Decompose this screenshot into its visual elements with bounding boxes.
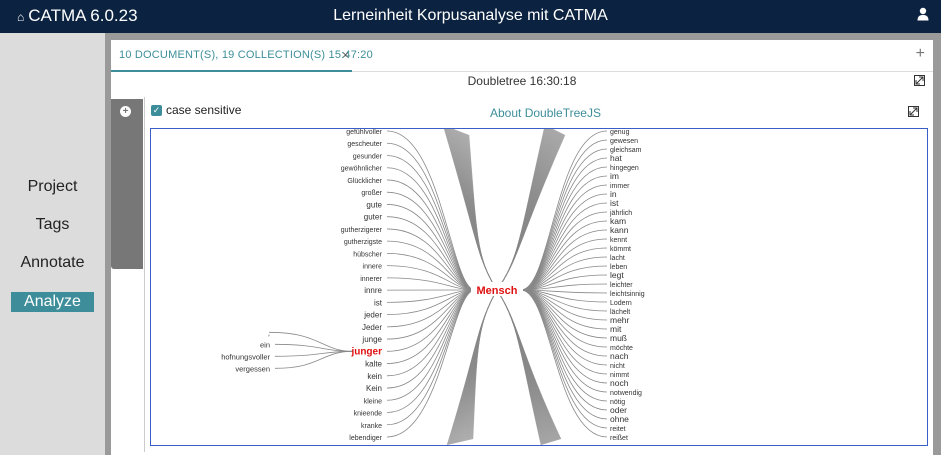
top-bar: ⌂ CATMA 6.0.23 Lerneinheit Korpusanalyse… bbox=[0, 0, 941, 33]
sidebar: Project Tags Annotate Analyze bbox=[0, 33, 105, 455]
tree-word-left[interactable]: junge bbox=[361, 335, 382, 344]
tree-word-right[interactable]: gleichsam bbox=[610, 147, 642, 154]
tree-word-left[interactable]: kalte bbox=[365, 360, 382, 369]
tree-word-left[interactable]: guter bbox=[364, 213, 383, 222]
tab-query-results[interactable]: 10 DOCUMENT(S), 19 COLLECTION(S) 15:47:2… bbox=[119, 49, 373, 61]
tree-word-left[interactable]: innere bbox=[363, 264, 383, 271]
visualization-title: Doubletree 16:30:18 bbox=[467, 74, 577, 88]
tree-word-right[interactable]: noch bbox=[610, 378, 629, 388]
tree-word-right[interactable]: kann bbox=[610, 225, 629, 235]
tree-word-right[interactable]: kam bbox=[610, 216, 626, 226]
tree-word-right[interactable]: nach bbox=[610, 351, 629, 361]
tree-word-left[interactable]: innerer bbox=[360, 276, 382, 283]
case-sensitive-option[interactable]: ✓ case sensitive bbox=[151, 103, 241, 117]
tree-word-left[interactable]: gewöhnlicher bbox=[341, 166, 383, 173]
app-name: CATMA 6.0.23 bbox=[28, 6, 138, 25]
home-icon: ⌂ bbox=[17, 9, 25, 24]
tree-word-right[interactable]: in bbox=[610, 189, 617, 199]
tree-word-right[interactable]: leichter bbox=[610, 282, 633, 289]
tree-word-left[interactable]: hübscher bbox=[353, 251, 382, 258]
tree-word-left[interactable]: großer bbox=[361, 190, 382, 197]
tree-word-right[interactable]: mit bbox=[610, 324, 622, 334]
tree-center-word[interactable]: Mensch bbox=[477, 285, 518, 297]
doubletree-svg[interactable]: gefühlvoller gescheuter gesunder gewöhnlich… bbox=[151, 129, 927, 445]
maximize-icon[interactable] bbox=[914, 75, 925, 86]
tree-word-right[interactable]: mehr bbox=[610, 315, 630, 325]
tree-word-left[interactable]: ist bbox=[374, 298, 383, 307]
tree-word-right[interactable]: Lodern bbox=[610, 300, 632, 307]
tree-word-second-level[interactable]: vergessen bbox=[235, 364, 270, 373]
tree-word-right[interactable]: leichtsinnig bbox=[610, 291, 645, 298]
about-doubletree-link[interactable]: About DoubleTreeJS bbox=[490, 106, 601, 120]
nav-item-analyze[interactable]: Analyze bbox=[11, 292, 94, 312]
case-sensitive-label: case sensitive bbox=[166, 103, 242, 117]
tree-word-right[interactable]: ist bbox=[610, 198, 619, 208]
tree-word-right[interactable]: lächelt bbox=[610, 309, 630, 316]
nav-item-project[interactable]: Project bbox=[27, 178, 78, 195]
tree-word-left[interactable]: gute bbox=[366, 200, 382, 209]
tree-word-left[interactable]: Glücklicher bbox=[347, 178, 382, 185]
tree-word-right[interactable]: ohne bbox=[610, 414, 629, 424]
tree-word-left[interactable]: jeder bbox=[363, 311, 382, 320]
tree-word-right[interactable]: lacht bbox=[610, 255, 625, 262]
tree-word-right[interactable]: gewesen bbox=[610, 138, 638, 145]
options-side-panel: + bbox=[111, 99, 143, 269]
tree-word-left[interactable]: junger bbox=[350, 346, 382, 357]
user-icon[interactable] bbox=[917, 7, 929, 21]
page-title: Lerneinheit Korpusanalyse mit CATMA bbox=[333, 7, 608, 24]
tree-word-right[interactable]: muß bbox=[610, 333, 627, 343]
tree-word-left[interactable]: kleine bbox=[364, 398, 382, 405]
tab-bar: 10 DOCUMENT(S), 19 COLLECTION(S) 15:47:2… bbox=[111, 40, 933, 72]
tree-word-right[interactable]: hingegen bbox=[610, 165, 639, 172]
tree-word-left[interactable]: Kein bbox=[366, 384, 382, 393]
tree-word-right[interactable]: nicht bbox=[610, 363, 625, 370]
divider bbox=[144, 97, 145, 452]
tree-word-right[interactable]: nötig bbox=[610, 399, 625, 406]
tree-word-right[interactable]: jährlich bbox=[609, 210, 632, 217]
tree-word-right[interactable]: kennt bbox=[610, 237, 627, 244]
case-sensitive-checkbox[interactable]: ✓ bbox=[151, 104, 162, 116]
fullscreen-icon[interactable] bbox=[908, 106, 919, 117]
tree-branches bbox=[268, 129, 608, 445]
tree-word-right[interactable]: im bbox=[610, 171, 619, 181]
tree-word-left[interactable]: gefühlvoller bbox=[346, 129, 382, 136]
tree-word-right[interactable]: oder bbox=[610, 405, 627, 415]
add-icon[interactable]: + bbox=[120, 106, 131, 117]
add-tab-button[interactable]: + bbox=[915, 45, 925, 62]
nav-item-tags[interactable]: Tags bbox=[35, 216, 70, 233]
tree-word-right[interactable]: notwendig bbox=[610, 390, 642, 397]
doubletree-canvas[interactable]: gefühlvoller gescheuter gesunder gewöhnlich… bbox=[150, 128, 928, 446]
tree-word-left[interactable]: knieende bbox=[354, 411, 383, 418]
tree-word-left[interactable]: lebendiger bbox=[349, 435, 382, 442]
tree-word-second-level[interactable]: ein bbox=[260, 340, 270, 349]
tree-word-right[interactable]: möchte bbox=[610, 345, 633, 352]
tree-word-right[interactable]: legt bbox=[610, 270, 624, 280]
tree-word-left[interactable]: kranke bbox=[361, 423, 382, 430]
tree-word-left[interactable]: gutherzigste bbox=[344, 239, 382, 246]
tree-word-left[interactable]: gesunder bbox=[353, 153, 383, 160]
tree-word-right[interactable]: reitet bbox=[610, 426, 626, 433]
tree-word-right[interactable]: genug bbox=[610, 129, 630, 136]
tree-word-right[interactable]: nimmt bbox=[610, 372, 629, 379]
tree-word-right[interactable]: immer bbox=[610, 183, 630, 190]
tree-word-second-level[interactable]: , bbox=[268, 328, 270, 337]
tree-word-left[interactable]: kein bbox=[367, 372, 382, 381]
tree-word-second-level[interactable]: hofnungsvoller bbox=[221, 352, 270, 361]
tab-active-indicator bbox=[111, 70, 352, 72]
tab-close-icon[interactable]: × bbox=[342, 48, 350, 62]
tree-word-left[interactable]: Jeder bbox=[362, 323, 382, 332]
tree-word-left[interactable]: gescheuter bbox=[347, 141, 382, 148]
tree-word-right[interactable]: kömmt bbox=[610, 246, 631, 253]
brand[interactable]: ⌂ CATMA 6.0.23 bbox=[17, 6, 138, 26]
tree-word-right[interactable]: hat bbox=[610, 153, 622, 163]
tree-word-right[interactable]: reißet bbox=[610, 435, 628, 442]
tree-word-right[interactable]: leben bbox=[610, 264, 627, 271]
tree-word-left[interactable]: innre bbox=[364, 286, 382, 295]
nav-item-annotate[interactable]: Annotate bbox=[20, 254, 85, 271]
tree-word-left[interactable]: gutherzigerer bbox=[341, 227, 383, 234]
center-word-background bbox=[471, 282, 523, 296]
